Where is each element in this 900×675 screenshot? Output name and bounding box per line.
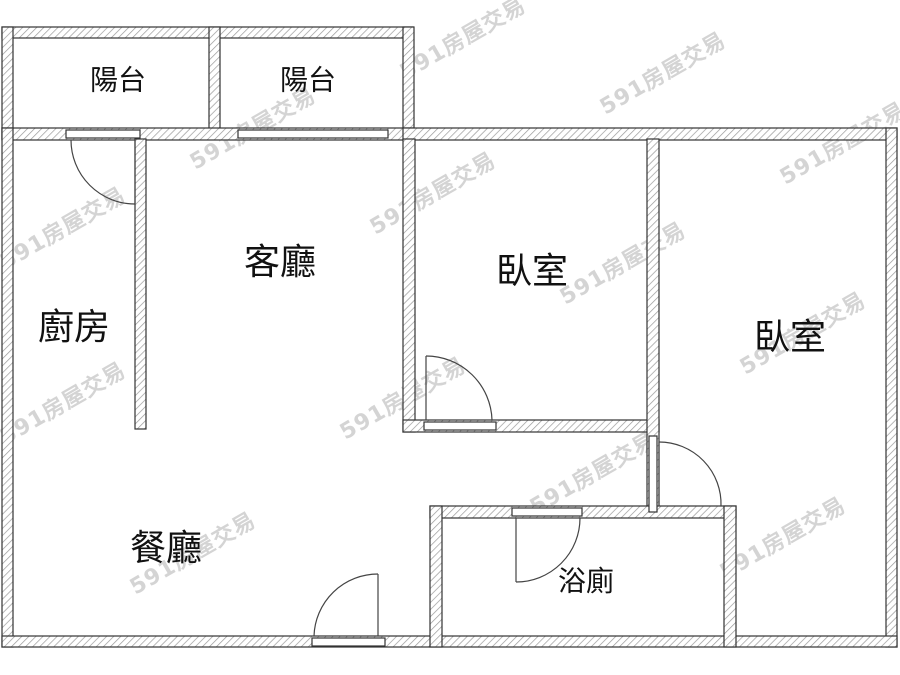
watermark-2: 591房屋交易 (595, 27, 730, 120)
wall-left (1, 127, 14, 648)
door-gap-bedroom (423, 421, 497, 431)
room-label-dining-room: 餐廳 (130, 528, 202, 569)
watermark-8: 591房屋交易 (0, 182, 130, 275)
wall-bath-left (429, 505, 443, 648)
wall-balcony-left (1, 26, 14, 140)
wall-kitchen-partition (134, 138, 147, 430)
room-label-living-room: 客廳 (244, 242, 316, 283)
wall-bath-top (429, 505, 737, 519)
door-gap-bath (511, 507, 583, 517)
room-label-kitchen: 廚房 (38, 307, 110, 348)
watermark-13: 591房屋交易 (0, 357, 130, 450)
doors (70, 139, 722, 637)
room-label-balcony-left: 陽台 (90, 64, 146, 97)
room-label-bedroom-small: 臥室 (496, 251, 568, 292)
wall-right (885, 127, 898, 648)
room-labels: 陽台 陽台 廚房 客廳 臥室 臥室 餐廳 浴廁 (38, 64, 826, 598)
door-entry (313, 573, 379, 637)
door-kitchen (70, 139, 136, 205)
wall-balcony-right (402, 26, 415, 140)
room-label-bathroom: 浴廁 (558, 565, 614, 598)
watermark-1: 591房屋交易 (395, 0, 530, 85)
window-balcony-right (237, 129, 389, 139)
watermark-5: 591房屋交易 (365, 147, 500, 240)
wall-top-right (402, 127, 898, 141)
room-label-balcony-right: 陽台 (280, 64, 336, 97)
wall-bottom (1, 635, 898, 648)
wall-bath-right (723, 505, 737, 648)
wall-balcony-top (1, 26, 414, 39)
openings (65, 129, 658, 647)
door-gap-bedroom-large (648, 435, 658, 513)
watermark-6: 591房屋交易 (555, 217, 690, 310)
door-bedroom-large (658, 441, 722, 507)
wall-living-bedroom (402, 138, 416, 433)
window-balcony-left (65, 129, 141, 139)
door-bathroom (515, 517, 581, 583)
watermark-3: 591房屋交易 (775, 97, 900, 190)
wall-balcony-divider (208, 26, 221, 140)
room-label-bedroom-large: 臥室 (754, 317, 826, 358)
door-bedroom-small (425, 355, 493, 421)
door-gap-entry (311, 637, 386, 647)
